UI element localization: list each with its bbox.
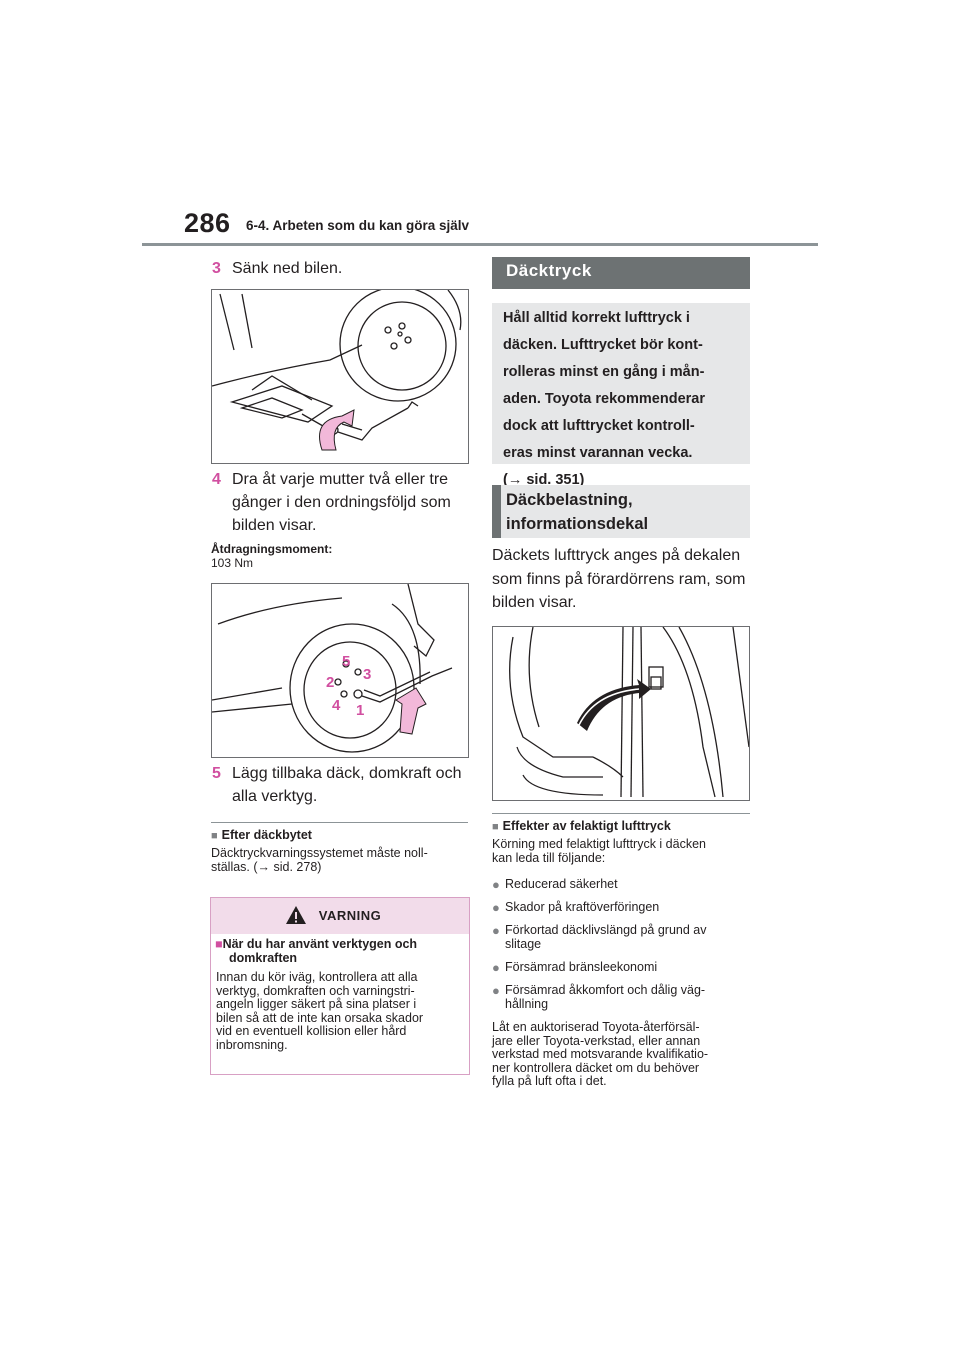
torque-value: 103 Nm: [211, 556, 254, 570]
after-heading: ■Efter däckbytet: [211, 828, 312, 842]
effects-bullet: ●Reducerad säkerhet: [492, 877, 618, 892]
bullet-dot-icon: ●: [492, 960, 500, 975]
figure-door-label: [492, 626, 750, 801]
subsection-title: Däckbelastning,informationsdekal: [492, 485, 750, 538]
lower-car-illustration: [212, 290, 462, 451]
nut-order-3: 3: [363, 666, 371, 683]
effects-bullet: ●Försämrad åkkomfort och dålig väg-hålln…: [492, 983, 706, 1011]
warning-body: Innan du kör iväg, kontrollera att alla …: [216, 970, 424, 1052]
effects-intro: Körning med felaktigt lufttryck i däcken…: [492, 837, 706, 865]
nut-order-2: 2: [326, 674, 334, 691]
square-bullet-icon: ■: [215, 937, 223, 951]
tighten-nuts-illustration: 5 3 2 4 1: [212, 584, 453, 753]
step-text-line: bilden visar.: [232, 517, 317, 534]
chapter-title: 6-4. Arbeten som du kan göra själv: [246, 218, 470, 233]
bullet-dot-icon: ●: [492, 923, 500, 938]
step-text-line: alla verktyg.: [232, 788, 318, 805]
effects-outro: Låt en auktoriserad Toyota-återförsäl- j…: [492, 1020, 709, 1088]
square-bullet-icon: ■: [492, 821, 499, 833]
after-text: Däcktryckvarningssystemet måste noll-stä…: [211, 846, 428, 874]
intro-text: Däckets lufttryck anges på dekalen som f…: [492, 547, 746, 611]
step-5: 5 Lägg tillbaka däck, domkraft och alla ve…: [212, 762, 461, 808]
info-box: Håll alltid korrekt lufttryck i däcken. …: [492, 303, 750, 488]
step-number: 5: [212, 765, 221, 782]
step-text-line: Lägg tillbaka däck, domkraft och: [232, 765, 462, 782]
step-text-line: gånger i den ordningsföljd som: [232, 494, 451, 511]
effects-bullet: ●Skador på kraftöverföringen: [492, 900, 660, 915]
warning-title: VARNING: [318, 908, 382, 923]
square-bullet-icon: ■: [211, 830, 218, 842]
warning-title-bar: VARNING: [211, 898, 469, 934]
nut-order-1: 1: [356, 702, 364, 719]
header-divider: [142, 243, 818, 246]
section-divider: [211, 822, 468, 823]
step-number: 3: [212, 260, 221, 277]
step-4: 4 Dra åt varje mutter två eller tre gånger…: [212, 468, 451, 537]
section-title-tire-pressure: Däcktryck: [492, 257, 750, 289]
step-text: Sänk ned bilen.: [232, 260, 343, 277]
door-label-illustration: [509, 627, 749, 798]
warning-box: VARNING ■När du har använt verktygen och…: [210, 897, 470, 1075]
warning-triangle-icon: [286, 906, 306, 924]
page-number: 286: [184, 208, 231, 238]
step-number: 4: [212, 471, 221, 488]
step-text-line: Dra åt varje mutter två eller tre: [232, 471, 449, 488]
nut-order-4: 4: [332, 697, 341, 714]
effects-bullet: ●Försämrad bränsleekonomi: [492, 960, 658, 975]
nut-order-5: 5: [342, 653, 350, 670]
step-3: 3 Sänk ned bilen.: [212, 257, 342, 280]
section-divider: [492, 813, 750, 814]
figure-tighten-nuts: 5 3 2 4 1: [211, 583, 469, 758]
torque-label: Åtdragningsmoment:: [211, 542, 333, 556]
bullet-dot-icon: ●: [492, 877, 500, 892]
effects-heading: ■Effekter av felaktigt lufttryck: [492, 819, 671, 833]
bullet-dot-icon: ●: [492, 900, 500, 915]
figure-lower-car: [211, 289, 469, 464]
bullet-dot-icon: ●: [492, 983, 500, 998]
